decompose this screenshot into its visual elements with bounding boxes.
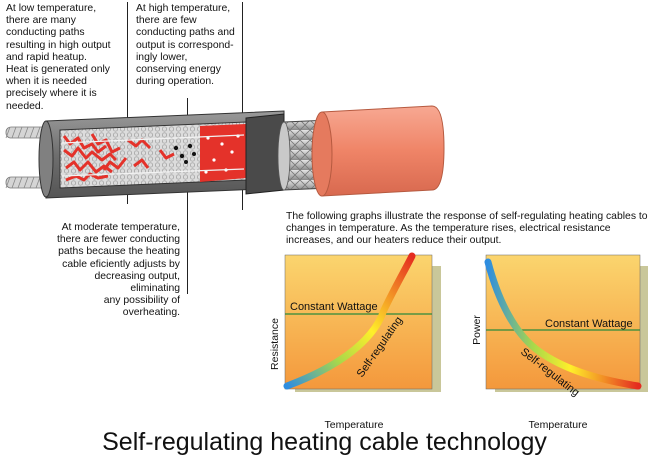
graphs-intro-text: The following graphs illustrate the resp… bbox=[286, 211, 648, 247]
power-self-regulating-curve bbox=[484, 258, 642, 390]
heating-cable-illustration bbox=[5, 105, 445, 199]
resistance-graph-panel bbox=[284, 254, 433, 390]
low-temperature-callout: At low temperature, there are many condu… bbox=[6, 3, 111, 112]
moderate-temperature-callout: At moderate temperature, there are fewer… bbox=[56, 222, 180, 319]
resistance-constant-wattage-label: Constant Wattage bbox=[290, 301, 378, 313]
resistance-self-regulating-curve bbox=[283, 252, 416, 390]
high-temperature-callout: At high temperature, there are few condu… bbox=[136, 3, 235, 88]
resistance-y-axis-label: Resistance bbox=[269, 318, 281, 370]
page-title: Self-regulating heating cable technology bbox=[102, 428, 547, 456]
resistance-graph: Constant Wattage Self-regulating Resista… bbox=[269, 252, 441, 431]
resistance-x-axis-label: Temperature bbox=[325, 419, 384, 431]
high-temperature-region bbox=[200, 124, 246, 182]
outer-jacket bbox=[321, 105, 445, 197]
power-graph: Constant Wattage Self-regulating Power T… bbox=[471, 254, 648, 431]
power-x-axis-label: Temperature bbox=[529, 419, 588, 431]
power-y-axis-label: Power bbox=[471, 315, 483, 345]
power-constant-wattage-label: Constant Wattage bbox=[545, 318, 633, 330]
